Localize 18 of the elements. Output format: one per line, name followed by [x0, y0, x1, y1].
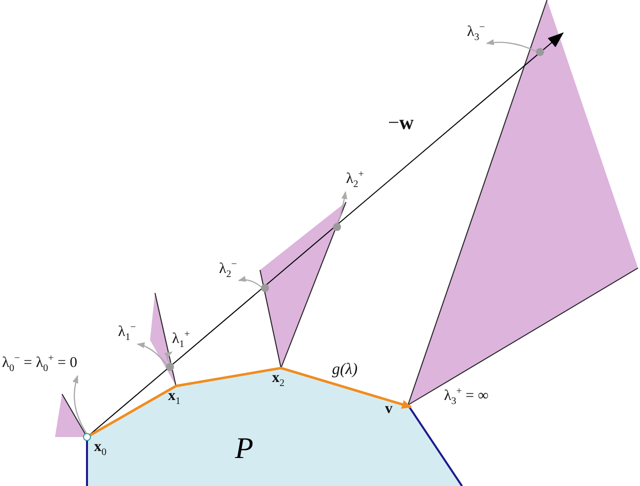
vertex-label: x$_{0}$ [94, 440, 106, 458]
vertex-label: x$_{1}$ [168, 389, 180, 407]
leader-arrow [238, 276, 262, 288]
leader-arrow [164, 351, 173, 364]
vertex-label: v [385, 402, 392, 417]
vector-label: −w [388, 113, 414, 133]
function-label: g(λ) [332, 362, 358, 378]
intersection-dot [333, 223, 341, 231]
intersection-dot [261, 284, 269, 292]
vertex-label: x$_{2}$ [272, 371, 284, 389]
leader-arrow [486, 39, 536, 52]
leader-arrow [72, 375, 87, 434]
vertex-dot [83, 433, 91, 441]
parameter-label: λ$_{0}$$^{−}$ = λ$_{0}$$^{+}$ = 0 [2, 354, 78, 374]
leader-arrow [136, 342, 168, 366]
region-label: P [235, 434, 254, 464]
leader-arrow [337, 190, 348, 224]
parameter-label: λ$_{3}$$^{+}$ = ∞ [444, 387, 489, 407]
